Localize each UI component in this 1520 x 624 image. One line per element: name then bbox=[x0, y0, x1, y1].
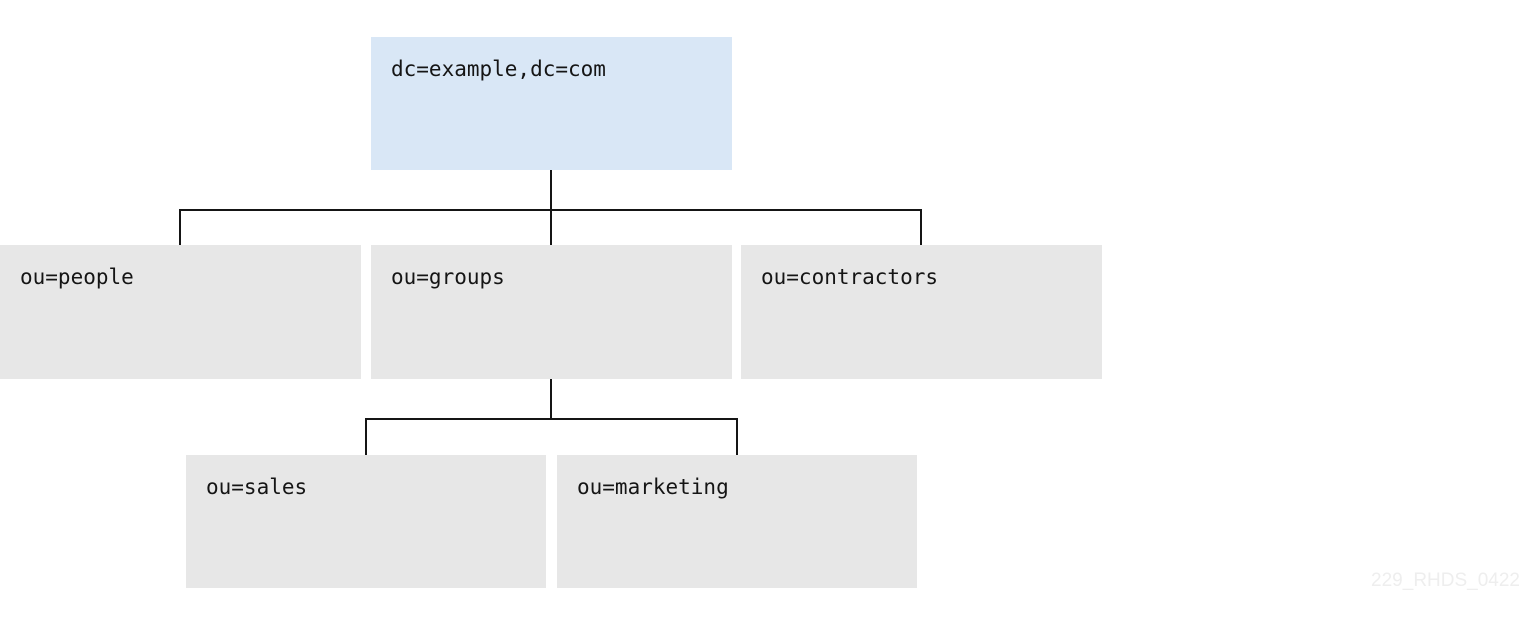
root-node-label: dc=example,dc=com bbox=[391, 57, 606, 81]
node-groups-label: ou=groups bbox=[391, 265, 505, 289]
node-marketing-label: ou=marketing bbox=[577, 475, 729, 499]
figure-id-watermark: 229_RHDS_0422 bbox=[1371, 570, 1520, 591]
node-contractors-label: ou=contractors bbox=[761, 265, 939, 289]
node-sales-label: ou=sales bbox=[206, 475, 308, 499]
node-sales: ou=sales bbox=[186, 455, 546, 588]
node-contractors: ou=contractors bbox=[741, 245, 1102, 379]
node-marketing: ou=marketing bbox=[557, 455, 917, 588]
node-groups: ou=groups bbox=[371, 245, 732, 379]
root-node: dc=example,dc=com bbox=[371, 37, 732, 170]
node-people-label: ou=people bbox=[20, 265, 134, 289]
node-people: ou=people bbox=[0, 245, 361, 379]
